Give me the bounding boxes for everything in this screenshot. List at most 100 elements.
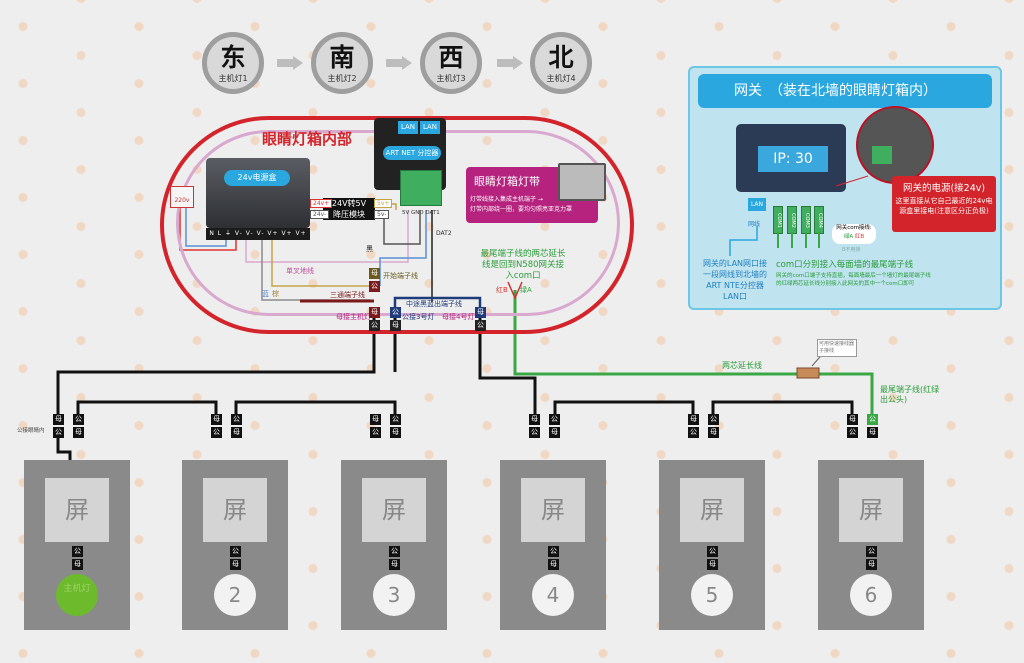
female-label: 母	[549, 427, 560, 438]
extension-label: 两芯延长线	[722, 361, 762, 370]
cable-connector: 母公	[211, 414, 222, 439]
screen: 屏	[203, 478, 267, 542]
tail-label: 最尾端子线(红绿出公头)	[880, 385, 940, 404]
female-label: 母	[370, 414, 381, 425]
female-label: 母	[211, 414, 222, 425]
led-strip-title: 眼睛灯箱灯带	[474, 175, 540, 188]
cable-connector: 母公	[53, 414, 64, 439]
screen: 屏	[362, 478, 426, 542]
com-title: com口分别接入每面墙的最尾端子线	[776, 260, 914, 270]
main-lamp: 主机灯	[56, 574, 98, 616]
lan-port-2: LAN	[420, 121, 440, 134]
converter-line1: 24V转5V	[331, 199, 367, 208]
pin-label: 5V	[402, 210, 410, 216]
wire-5-6	[711, 400, 854, 420]
wire-to-4	[478, 318, 537, 420]
direction-west: 西主机灯3	[420, 32, 482, 94]
wire-2-3	[234, 400, 397, 420]
converter-in-neg: 24v-	[310, 210, 330, 219]
cable-connector: 母公	[688, 414, 699, 439]
cable-connector: 母公	[847, 414, 858, 439]
bubble-title: 网关com接线:	[836, 225, 872, 231]
screen: 屏	[521, 478, 585, 542]
wire-4-5	[553, 400, 695, 420]
label-three-way: 三通端子线	[330, 291, 365, 299]
com-port: COM2	[787, 206, 797, 234]
label-male-3: 公接3号灯	[402, 313, 435, 321]
outlet-220v: 220v	[170, 186, 194, 208]
male-label: 公	[708, 414, 719, 425]
screen: 屏	[45, 478, 109, 542]
pin-labels: 5V GND DAT1	[402, 210, 440, 216]
male-label: 公	[389, 546, 400, 557]
direction-east: 东主机灯1	[202, 32, 264, 94]
direction-sub: 主机灯1	[218, 74, 248, 83]
male-label: 公	[549, 414, 560, 425]
gateway-lan-port: LAN	[748, 198, 766, 211]
artnet-terminal	[400, 170, 442, 206]
female-label: 母	[548, 559, 559, 570]
direction-label: 北	[548, 43, 574, 72]
gateway-ip: IP: 30	[758, 146, 828, 172]
screen: 屏	[680, 478, 744, 542]
screen-connector: 公母	[72, 546, 83, 571]
bubble-b: 红B	[854, 234, 865, 240]
com-desc: 网关的com口端子支持直插，每面墙最后一个墙灯的最尾端子线的红绿两芯延长线分别接…	[776, 273, 931, 287]
screen-connector: 公母	[866, 546, 877, 571]
power-title: 网关的电源(接24v)	[902, 183, 986, 194]
label-blue: 蓝	[262, 290, 269, 298]
direction-south: 南主机灯2	[311, 32, 373, 94]
arrow-right-icon	[277, 56, 303, 70]
direction-north: 北主机灯4	[530, 32, 592, 94]
gateway-lan-note: 网关的LAN网口接一段网线到北墙的ART NTE分控器LAN口	[702, 259, 768, 301]
female-label: 母	[867, 427, 878, 438]
male-label: 公	[230, 546, 241, 557]
lamp-2: 2	[214, 574, 256, 616]
cable-connector: 公母	[73, 414, 84, 439]
cable-connector: 公母	[867, 414, 878, 439]
led-strip-desc-line: 灯带线接入集成主机端子 →	[470, 196, 543, 203]
label-start-terminal: 开始端子线	[383, 272, 418, 280]
cable-connector: 母公	[529, 414, 540, 439]
female-label: 母	[708, 427, 719, 438]
artnet-label: ART NET 分控器	[383, 146, 441, 160]
black-wires	[56, 318, 854, 480]
female-label: 母	[475, 307, 486, 318]
female-label: 母	[231, 427, 242, 438]
male-label: 公	[231, 414, 242, 425]
male-label: 公	[73, 414, 84, 425]
female-label: 母	[390, 427, 401, 438]
female-label: 母	[369, 268, 380, 279]
converter-out-pos: 5v+	[374, 199, 393, 208]
gateway-power-note: 网关的电源(接24v) 这里直接从它自己最近的24v电源盒里接电(注意区分正负极…	[892, 176, 996, 232]
direction-label: 东	[220, 43, 246, 72]
cable-connector: 公母	[231, 414, 242, 439]
connector-4: 母公	[475, 307, 486, 332]
male-label: 公	[369, 320, 380, 331]
gateway-title: 网关 （装在北墙的眼睛灯箱内）	[698, 74, 992, 108]
step-down-converter: 24V转5V 降压模块	[323, 198, 375, 220]
connector-main: 母公	[369, 307, 380, 332]
wire-1-2	[76, 400, 218, 420]
male-label: 公	[369, 281, 380, 292]
bubble-a: 绿A	[843, 234, 854, 240]
dat2-label: DAT2	[436, 230, 452, 237]
tail-extension-note: 最尾端子线的两芯延长线是回到N580网关接入com口	[480, 249, 566, 281]
psu-terminals: N L ⏚ V- V- V- V+ V+ V+	[206, 228, 310, 240]
label-female-main: 母接主机灯	[336, 313, 371, 321]
connector-3: 公母	[390, 307, 401, 332]
arrow-right-icon	[386, 56, 412, 70]
direction-label: 南	[329, 43, 355, 72]
label-female-4: 母接4号灯	[442, 313, 475, 321]
female-label: 母	[73, 427, 84, 438]
gateway-title-text: 网关 （装在北墙的眼睛灯箱内）	[734, 83, 937, 99]
cable-connector: 公母	[390, 414, 401, 439]
power-supply: 24v电源盒 N L ⏚ V- V- V- V+ V+ V+	[206, 158, 310, 240]
com-wiring-bubble: 网关com接线: 绿A 红B	[832, 224, 876, 244]
pin-label: GND	[411, 210, 424, 216]
male-label: 公	[866, 546, 877, 557]
female-label: 母	[529, 414, 540, 425]
left-note: 公接眼睛内	[17, 428, 45, 434]
quick-connector	[796, 367, 820, 379]
psu-label: 24v电源盒	[224, 170, 290, 186]
